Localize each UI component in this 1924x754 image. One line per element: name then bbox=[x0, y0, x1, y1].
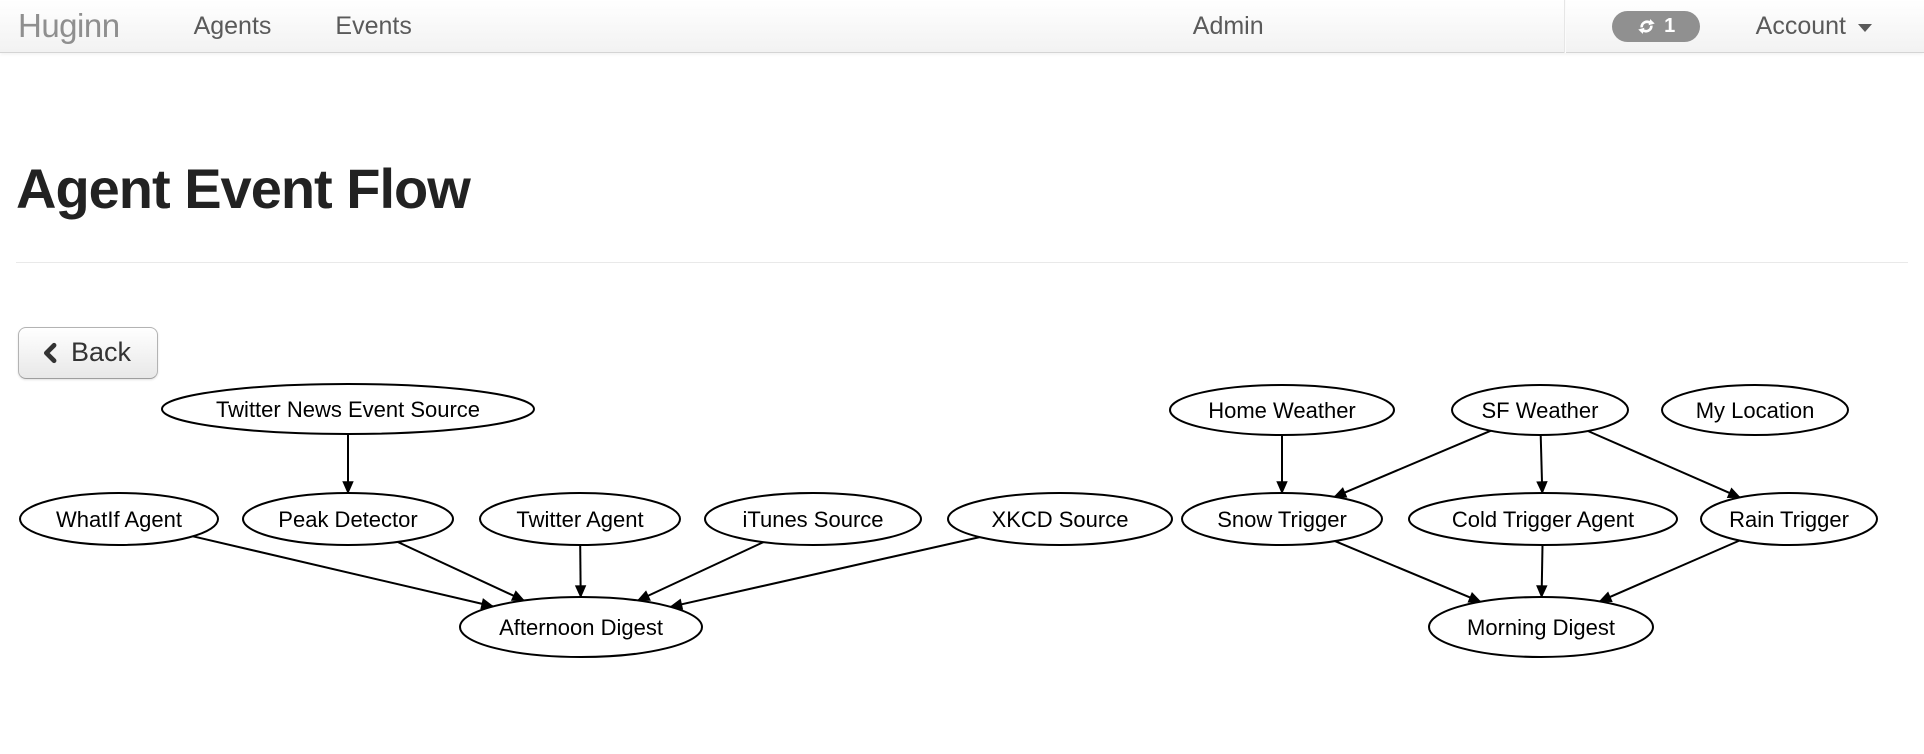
diagram-node-snow-trigger: Snow Trigger bbox=[1181, 492, 1383, 547]
back-button-label: Back bbox=[71, 337, 132, 368]
diagram-edge-sf-weather-to-rain-trigger bbox=[1587, 430, 1741, 499]
title-divider bbox=[16, 262, 1908, 264]
event-queue-badge[interactable]: 1 bbox=[1611, 10, 1700, 42]
node-ellipse bbox=[1700, 492, 1878, 547]
event-queue-count: 1 bbox=[1664, 14, 1676, 37]
page-title: Agent Event Flow bbox=[16, 157, 471, 220]
diagram-edge-itunes-source-to-afternoon-digest bbox=[636, 541, 764, 602]
account-dropdown[interactable]: Account bbox=[1756, 12, 1872, 41]
node-ellipse bbox=[19, 492, 219, 547]
main-content: Agent Event Flow Back bbox=[0, 157, 1924, 380]
diagram-node-twitter-agent: Twitter Agent bbox=[479, 492, 681, 547]
node-ellipse bbox=[1181, 492, 1383, 547]
node-ellipse bbox=[1408, 492, 1678, 547]
diagram-edge-snow-trigger-to-morning-digest bbox=[1334, 540, 1482, 604]
diagram-edge-sf-weather-to-cold-trigger-agent bbox=[1536, 435, 1548, 495]
diagram-node-afternoon-digest: Afternoon Digest bbox=[459, 596, 703, 659]
node-ellipse bbox=[1661, 384, 1849, 437]
diagram-node-cold-trigger-agent: Cold Trigger Agent bbox=[1408, 492, 1678, 547]
diagram-edge-sf-weather-to-snow-trigger bbox=[1333, 430, 1492, 499]
node-label: Cold Trigger Agent bbox=[1452, 507, 1634, 532]
diagram-edge-xkcd-source-to-afternoon-digest bbox=[669, 536, 980, 611]
node-label: iTunes Source bbox=[742, 507, 883, 532]
back-button[interactable]: Back bbox=[18, 327, 159, 380]
navbar: Huginn Agents Events Admin 1 Account bbox=[0, 0, 1924, 53]
diagram-node-whatif-agent: WhatIf Agent bbox=[19, 492, 219, 547]
node-label: WhatIf Agent bbox=[56, 507, 182, 532]
node-label: Morning Digest bbox=[1467, 615, 1615, 640]
navbar-left: Huginn Agents Events bbox=[18, 0, 476, 52]
refresh-icon bbox=[1638, 18, 1655, 34]
node-ellipse bbox=[947, 492, 1173, 547]
node-label: Twitter News Event Source bbox=[216, 397, 480, 422]
node-ellipse bbox=[1428, 596, 1654, 659]
node-label: Twitter Agent bbox=[516, 507, 643, 532]
nav-link-admin[interactable]: Admin bbox=[1192, 11, 1264, 40]
node-label: Afternoon Digest bbox=[499, 615, 663, 640]
diagram-edge-rain-trigger-to-morning-digest bbox=[1598, 539, 1740, 603]
diagram-node-itunes-source: iTunes Source bbox=[704, 492, 922, 547]
diagram-node-morning-digest: Morning Digest bbox=[1428, 596, 1654, 659]
diagram-node-rain-trigger: Rain Trigger bbox=[1700, 492, 1878, 547]
diagram-node-peak-detector: Peak Detector bbox=[242, 492, 454, 547]
diagram-node-my-location: My Location bbox=[1661, 384, 1849, 437]
node-ellipse bbox=[242, 492, 454, 547]
node-label: Peak Detector bbox=[278, 507, 417, 532]
node-ellipse bbox=[1169, 384, 1395, 437]
diagram-node-xkcd-source: XKCD Source bbox=[947, 492, 1173, 547]
node-label: My Location bbox=[1696, 398, 1815, 423]
node-label: Home Weather bbox=[1208, 398, 1356, 423]
node-ellipse bbox=[161, 383, 535, 436]
diagram-edge-twitter-agent-to-afternoon-digest bbox=[574, 545, 587, 599]
nav-link-events[interactable]: Events bbox=[335, 11, 412, 40]
chevron-down-icon bbox=[1858, 23, 1872, 32]
navbar-right: Admin 1 Account bbox=[1192, 0, 1924, 53]
diagram-node-twitter-news-event-source: Twitter News Event Source bbox=[161, 383, 535, 436]
node-ellipse bbox=[704, 492, 922, 547]
diagram-edge-cold-trigger-agent-to-morning-digest bbox=[1536, 545, 1548, 599]
node-ellipse bbox=[459, 596, 703, 659]
brand-logo[interactable]: Huginn bbox=[18, 7, 120, 44]
node-label: Rain Trigger bbox=[1729, 507, 1849, 532]
diagram-node-sf-weather: SF Weather bbox=[1451, 384, 1629, 437]
node-label: XKCD Source bbox=[992, 507, 1129, 532]
node-ellipse bbox=[479, 492, 681, 547]
node-ellipse bbox=[1451, 384, 1629, 437]
node-label: SF Weather bbox=[1482, 398, 1599, 423]
diagram-edge-whatif-agent-to-afternoon-digest bbox=[192, 535, 495, 610]
account-label: Account bbox=[1755, 11, 1846, 40]
node-label: Snow Trigger bbox=[1217, 507, 1347, 532]
chevron-left-icon bbox=[43, 342, 57, 363]
diagram-edge-peak-detector-to-afternoon-digest bbox=[397, 541, 526, 602]
nav-link-agents[interactable]: Agents bbox=[193, 11, 272, 40]
diagram-node-home-weather: Home Weather bbox=[1169, 384, 1395, 437]
navbar-divider bbox=[1563, 0, 1566, 53]
